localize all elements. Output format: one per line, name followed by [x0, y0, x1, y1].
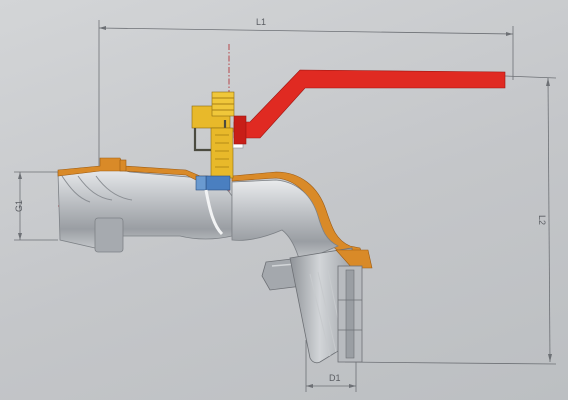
dimension-l2 — [344, 75, 557, 365]
dimension-l1 — [98, 20, 514, 170]
dimension-label-d1: D1 — [329, 373, 341, 383]
lever-handle — [233, 69, 506, 145]
dimension-label-l2: L2 — [537, 215, 547, 226]
dimension-label-g1: G1 — [14, 199, 24, 212]
dimension-g1 — [14, 171, 58, 241]
dimension-label-l1: L1 — [256, 17, 267, 27]
spout-casing — [335, 249, 373, 363]
